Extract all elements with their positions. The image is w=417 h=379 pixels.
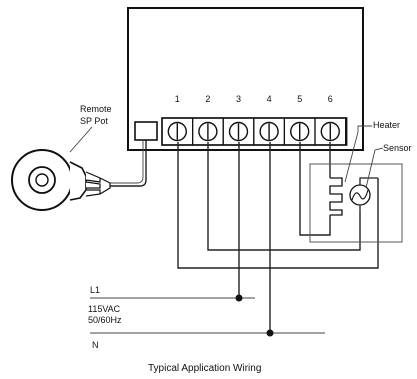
wire-terminal-2 — [207, 142, 361, 251]
wire-terminal-1 — [177, 142, 379, 269]
terminal-number-5: 5 — [297, 94, 302, 104]
remote-connector-port — [134, 121, 158, 141]
frequency-label: 50/60Hz — [88, 315, 122, 325]
remote-sp-pot — [11, 149, 111, 211]
wire-terminal-5 — [299, 142, 331, 236]
device-enclosure — [309, 163, 403, 243]
sensor-element — [349, 177, 378, 212]
remote-pot-cable — [110, 140, 147, 187]
remote-leader — [69, 126, 93, 153]
terminal-number-2: 2 — [205, 94, 210, 104]
n-label: N — [92, 340, 99, 350]
sensor-label: Sensor — [383, 143, 412, 153]
terminal-number-1: 1 — [175, 94, 180, 104]
terminal-number-6: 6 — [328, 94, 333, 104]
sensor-leader — [365, 147, 384, 189]
remote-label-line1: Remote — [80, 104, 112, 114]
terminal-block: 1 2 3 4 5 6 — [161, 94, 348, 146]
heater-leader — [344, 125, 372, 183]
diagram-caption: Typical Application Wiring — [148, 363, 261, 374]
remote-label-line2: SP Pot — [80, 116, 108, 126]
l1-label: L1 — [90, 285, 100, 295]
heater-element — [329, 177, 343, 216]
junction-n — [266, 329, 274, 337]
heater-label: Heater — [373, 120, 400, 130]
junction-l1 — [235, 294, 243, 302]
terminal-number-3: 3 — [236, 94, 241, 104]
voltage-label: 115VAC — [88, 304, 121, 314]
terminal-number-4: 4 — [267, 94, 272, 104]
